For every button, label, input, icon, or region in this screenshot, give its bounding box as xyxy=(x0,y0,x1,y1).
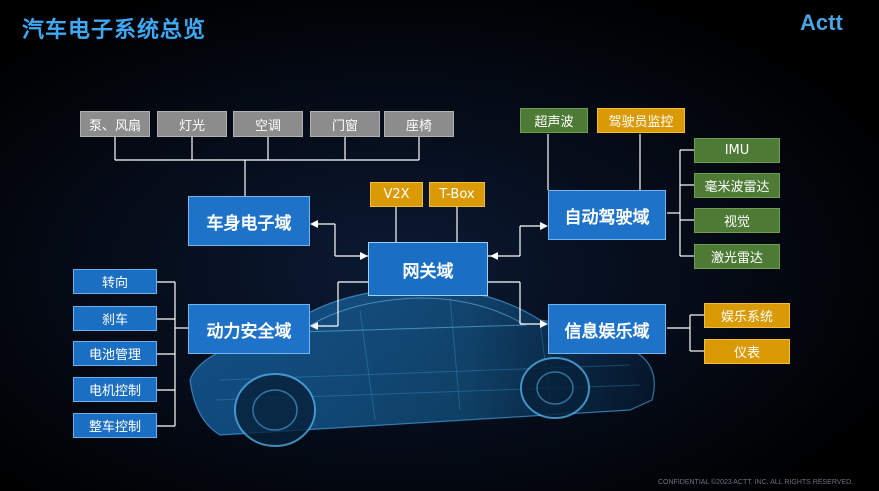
page-title: 汽车电子系统总览 xyxy=(22,18,207,43)
adas-item-mmwave-radar: 毫米波雷达 xyxy=(694,173,780,198)
body-item-pump-fan: 泵、风扇 xyxy=(80,111,150,137)
body-item-lighting: 灯光 xyxy=(157,111,227,137)
adas-item-imu: IMU xyxy=(694,138,780,163)
gateway-item-v2x: V2X xyxy=(370,182,423,207)
body-item-ac: 空调 xyxy=(233,111,303,137)
power-item-braking: 刹车 xyxy=(73,306,157,331)
power-item-vehicle-control: 整车控制 xyxy=(73,413,157,438)
domain-power-safety: 动力安全域 xyxy=(188,304,310,354)
body-item-seats: 座椅 xyxy=(384,111,454,137)
domain-gateway: 网关域 xyxy=(368,242,488,296)
power-item-battery-mgmt: 电池管理 xyxy=(73,341,157,366)
info-item-instrument-cluster: 仪表 xyxy=(704,339,790,364)
domain-autonomous-driving: 自动驾驶域 xyxy=(548,190,666,240)
domain-infotainment: 信息娱乐域 xyxy=(548,304,666,354)
adas-item-vision: 视觉 xyxy=(694,208,780,233)
company-logo: Actt xyxy=(800,10,843,35)
gateway-item-tbox: T-Box xyxy=(429,182,485,207)
footer-copyright: CONFIDENTIAL ©2023 ACTT. INC. ALL RIGHTS… xyxy=(658,479,854,486)
adas-item-ultrasonic: 超声波 xyxy=(520,108,588,133)
body-item-doors-windows: 门窗 xyxy=(310,111,380,137)
info-item-entertainment: 娱乐系统 xyxy=(704,303,790,328)
adas-item-lidar: 激光雷达 xyxy=(694,244,780,269)
adas-item-driver-monitor: 驾驶员监控 xyxy=(597,108,685,133)
power-item-motor-control: 电机控制 xyxy=(73,377,157,402)
domain-body-electronics: 车身电子域 xyxy=(188,196,310,246)
power-item-steering: 转向 xyxy=(73,269,157,294)
